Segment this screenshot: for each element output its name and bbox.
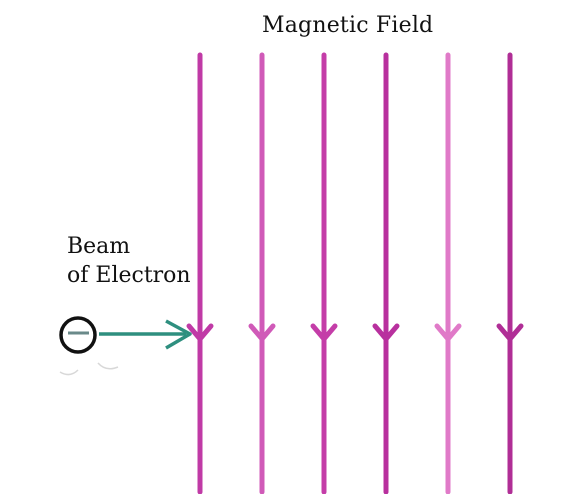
field-direction-arrow-icon <box>372 323 400 342</box>
field-lines-group <box>186 52 524 494</box>
beam-arrow-icon <box>99 319 192 350</box>
faint-mark-left <box>59 369 79 376</box>
magnetic-field-title: Magnetic Field <box>262 13 434 38</box>
field-direction-arrow-icon <box>496 323 524 342</box>
electron-ring <box>59 316 97 354</box>
faint-mark-right <box>97 362 119 370</box>
field-direction-arrow-icon <box>186 323 214 342</box>
field-direction-arrow-icon <box>434 323 462 342</box>
faint-marks <box>59 362 119 376</box>
electron-icon <box>59 316 97 354</box>
field-direction-arrow-icon <box>248 323 276 342</box>
beam-of-electron-label: Beam of Electron <box>67 232 191 290</box>
beam-arrow-head <box>165 319 192 350</box>
field-direction-arrow-icon <box>310 323 338 342</box>
beam-label-line-2: of Electron <box>67 263 191 288</box>
beam-label-line-1: Beam <box>67 234 131 259</box>
